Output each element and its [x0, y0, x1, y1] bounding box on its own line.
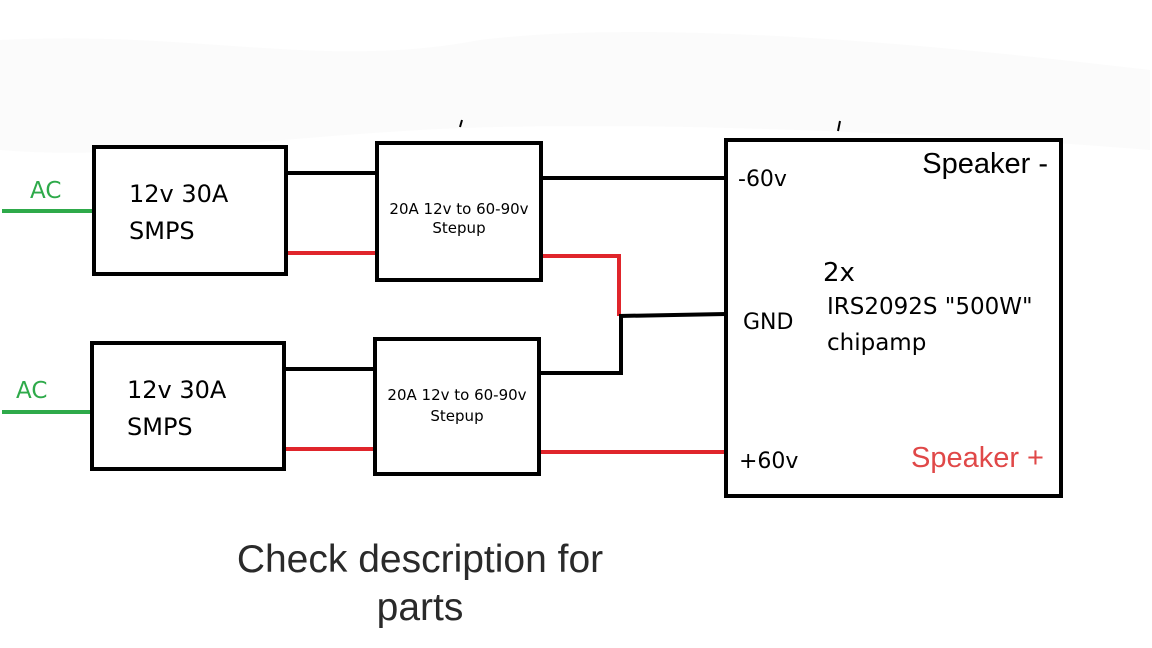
amplifier-count: 2x [823, 258, 855, 288]
stepup-top-name: Stepup [432, 219, 485, 237]
top-stepup-pos-to-gnd-wire [541, 254, 621, 316]
pos-rail-label: +60v [739, 449, 798, 474]
ac-label-bottom: AC [16, 378, 47, 404]
background-smudge [0, 31, 1150, 153]
amplifier-model: IRS2092S "500W" [827, 294, 1033, 320]
caption: Check description for parts [190, 536, 650, 632]
bottom-stepup-neg-to-gnd-wire [539, 316, 623, 375]
smps-bottom-name: SMPS [127, 413, 193, 441]
stepup-bottom-box [373, 337, 541, 476]
smps-bottom-rating: 12v 30A [127, 376, 227, 404]
stepup-top-rating: 20A 12v to 60-90v [389, 200, 528, 218]
ac-label-top: AC [30, 178, 61, 204]
amplifier-box [724, 138, 1063, 498]
smps-top-box [92, 145, 288, 276]
caption-line-1: Check description for [236, 538, 604, 581]
stepup-top-box [375, 141, 543, 282]
stray-mark [459, 119, 463, 128]
gnd-wire [618, 312, 727, 318]
speaker-minus-label: Speaker - [922, 148, 1048, 180]
smps-top-rating: 12v 30A [129, 180, 229, 208]
smps-top-name: SMPS [129, 217, 195, 245]
caption-line-2: parts [376, 586, 464, 629]
stray-mark [837, 120, 841, 132]
stepup-bottom-name: Stepup [430, 407, 483, 425]
stepup-bottom-rating: 20A 12v to 60-90v [387, 386, 526, 404]
smps-bottom-box [90, 341, 286, 471]
speaker-plus-label: Speaker + [911, 442, 1044, 474]
amplifier-type: chipamp [827, 330, 926, 356]
neg-rail-label: -60v [738, 167, 787, 192]
gnd-label: GND [743, 310, 793, 335]
